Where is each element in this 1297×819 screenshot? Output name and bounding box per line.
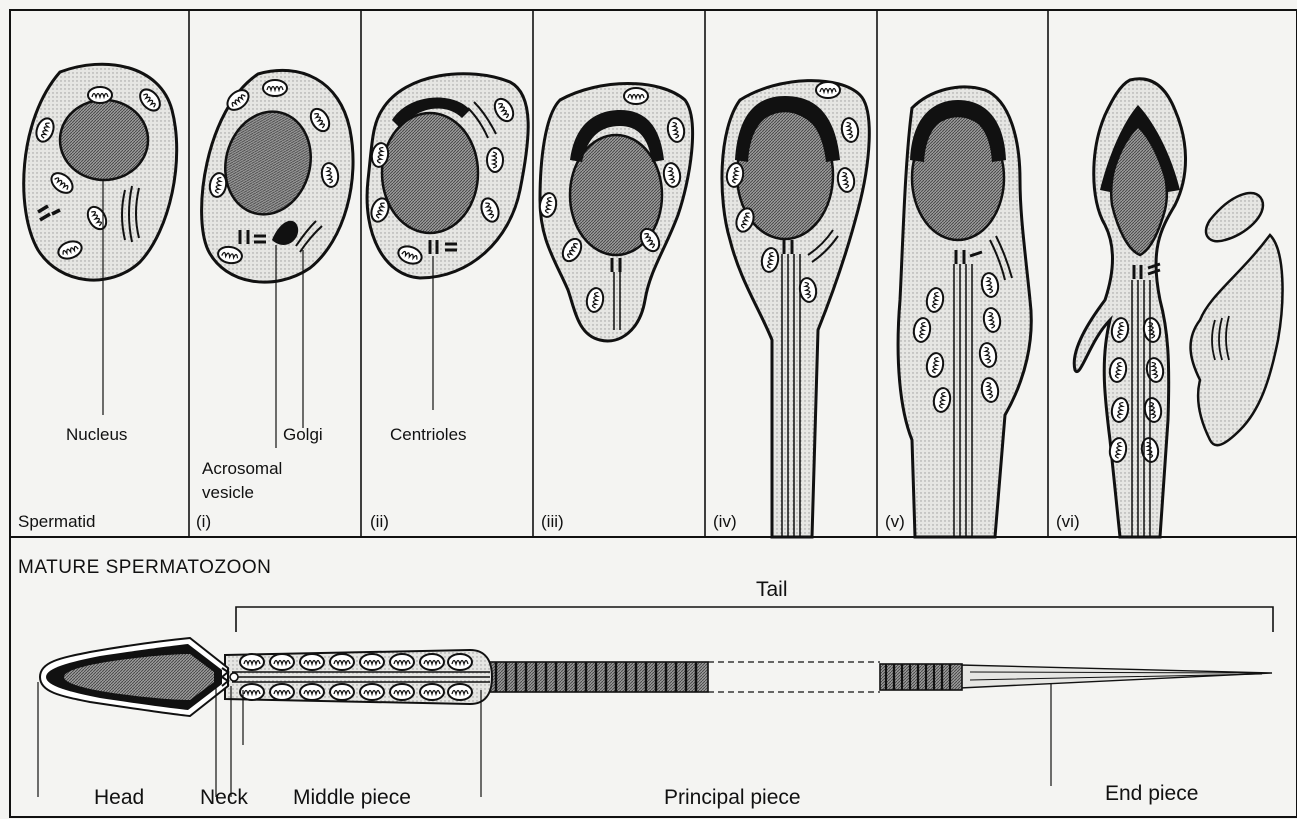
bottom-title: MATURE SPERMATOZOON [18,557,271,578]
cell-stage-vi [1074,79,1282,537]
cell-stage-i [202,70,353,448]
callout-acrosomal-line1: Acrosomal [202,459,282,478]
stage-label-iii: (iii) [541,512,564,531]
cell-stage-ii [367,74,528,410]
mature-spermatozoon: MATURE SPERMATOZOON Tail [18,557,1273,809]
stage-label-spermatid: Spermatid [18,512,95,531]
callout-acrosomal-line2: vesicle [202,483,254,502]
nucleus [382,113,478,233]
label-principal-piece: Principal piece [664,786,801,809]
tail-bracket [236,607,1273,632]
residual-body-small [1206,193,1263,241]
cell-stage-iii [538,84,693,341]
callout-centrioles: Centrioles [390,425,467,444]
cell-stage-v [898,87,1031,537]
callout-golgi: Golgi [283,425,323,444]
tail-label: Tail [756,578,788,601]
stage-label-vi: (vi) [1056,512,1080,531]
label-neck: Neck [200,786,248,809]
residual-body [1191,235,1283,445]
stage-label-v: (v) [885,512,905,531]
callout-nucleus: Nucleus [66,425,127,444]
label-middle-piece: Middle piece [293,786,411,809]
stage-label-iv: (iv) [713,512,737,531]
label-end-piece: End piece [1105,782,1198,805]
stage-label-i: (i) [196,512,211,531]
label-head: Head [94,786,144,809]
nucleus [60,100,148,180]
stage-label-ii: (ii) [370,512,389,531]
cell-stage-iv [722,81,869,537]
cell-spermatid [24,64,177,415]
